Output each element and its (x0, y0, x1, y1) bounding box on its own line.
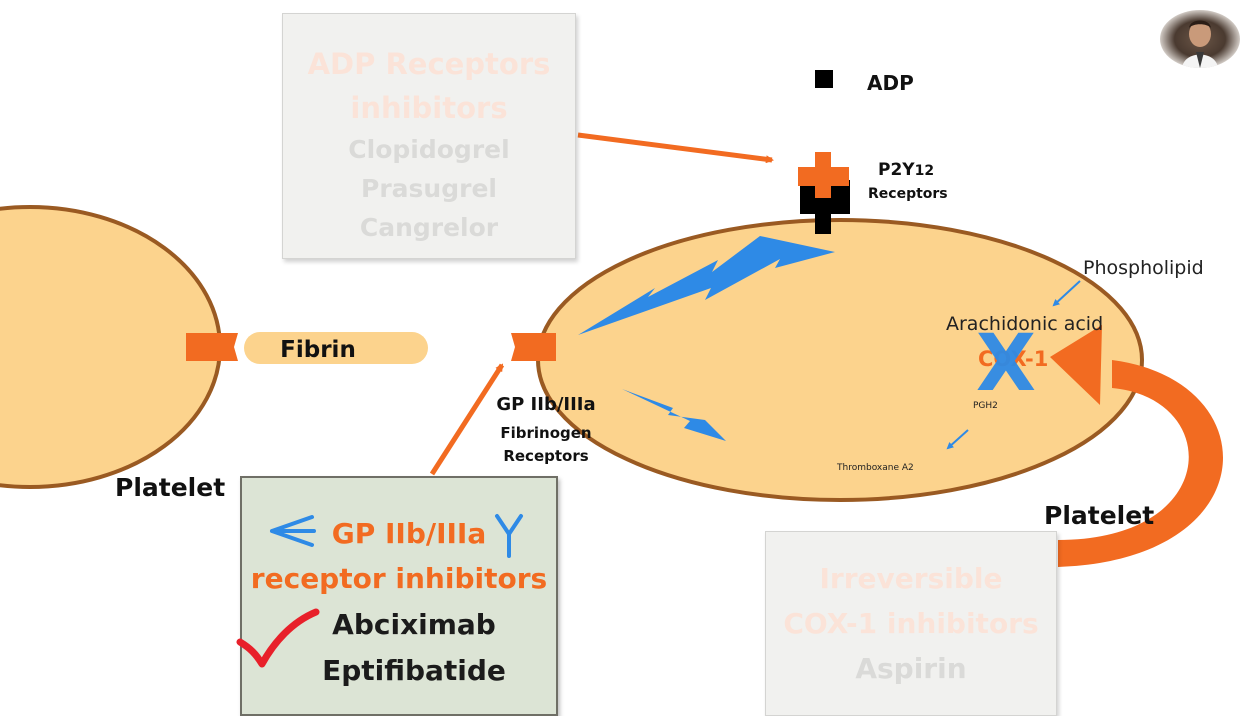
platelet-left-label: Platelet (115, 473, 225, 502)
fibrinogen-label: Fibrinogen (500, 424, 591, 442)
antibody-icon-left (270, 515, 316, 547)
right-platelet (536, 218, 1144, 502)
fibrin-label: Fibrin (280, 337, 356, 363)
presenter-avatar (1160, 10, 1240, 68)
p2y12-receptor-stem (815, 198, 831, 234)
adp-inhibitors-box: ADP Receptors inhibitors Clopidogrel Pra… (282, 13, 576, 259)
aspirin-arrow-head (1050, 325, 1102, 405)
adp-box-title-line2: inhibitors (350, 91, 508, 125)
antibody-icon-right (495, 514, 523, 558)
signal-bolt-large (578, 236, 835, 335)
drug-cangrelor: Cangrelor (359, 213, 499, 242)
signal-bolt-small (622, 389, 726, 441)
left-gp-receptor (186, 333, 238, 361)
cox-box-title: Irreversible (819, 562, 1003, 595)
phospholipid-arrow (1052, 280, 1081, 307)
cox-box-title-line2: COX-1 inhibitors (783, 607, 1039, 640)
gp-receptor-label: GP IIb/IIIa (496, 394, 595, 415)
drug-eptifibatide: Eptifibatide (322, 654, 506, 687)
adp-box-title: ADP Receptors (307, 47, 551, 81)
fibrin-bar (244, 332, 428, 364)
cox1-inhibitors-box: Irreversible COX-1 inhibitors Aspirin (765, 531, 1057, 716)
drug-prasugrel: Prasugrel (361, 174, 497, 203)
thromboxane-arrow (946, 429, 969, 450)
right-gp-receptor (511, 333, 556, 361)
aspirin-curved-arrow (1058, 360, 1223, 567)
presenter-face-icon (1182, 20, 1218, 68)
gp-inhibitor-arrow (429, 363, 505, 476)
platelet-right-label: Platelet (1044, 501, 1154, 530)
checkmark-icon (236, 608, 320, 668)
gp-box-title: GP IIb/IIIa (331, 517, 487, 550)
drug-aspirin: Aspirin (855, 652, 967, 685)
block-x-icon: X (976, 319, 1036, 409)
drug-clopidogrel: Clopidogrel (348, 135, 510, 164)
fibrinogen-receptors-label: Receptors (503, 447, 588, 465)
gp-inhibitors-box: GP IIb/IIIa receptor inhibitors Abcixima… (236, 476, 558, 716)
gp-box-title-line2: receptor inhibitors (250, 562, 548, 595)
drug-abciximab: Abciximab (332, 608, 496, 641)
adp-inhibitor-arrow (577, 132, 774, 164)
cox1-label: COX-1 (978, 347, 1048, 371)
pgh2-label: PGH2 (973, 401, 998, 411)
phospholipid-label: Phospholipid (1083, 257, 1204, 279)
p2y12-block-plus (798, 152, 849, 198)
adp-label: ADP (867, 71, 914, 95)
thromboxane-label: Thromboxane A2 (836, 463, 914, 473)
arachidonic-acid-label: Arachidonic acid (946, 313, 1103, 335)
p2y12-label: P2Y12 (878, 160, 934, 180)
adp-square (815, 70, 833, 88)
p2y12-receptors-label: Receptors (868, 186, 948, 202)
